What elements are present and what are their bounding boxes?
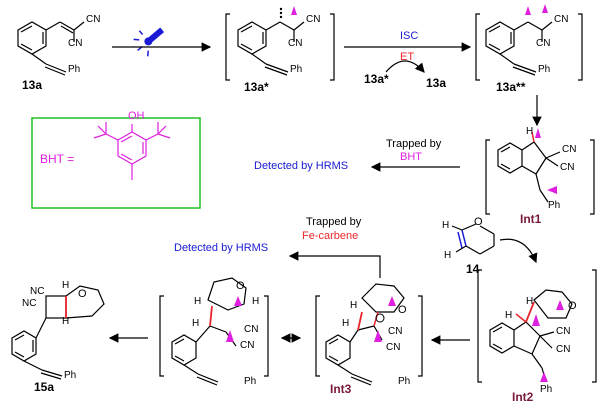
orbital-11	[234, 296, 242, 306]
bond-red-left	[209, 305, 213, 327]
label-ph-13a: Ph	[68, 64, 81, 75]
double-bond-14a	[461, 229, 467, 247]
orbital-10	[374, 330, 382, 342]
label-o-int2: O	[568, 300, 577, 312]
arrow-add-14	[499, 238, 538, 264]
label-o-int3: O	[398, 304, 407, 316]
label-h-15a-b: H	[62, 316, 70, 327]
label-h-int2a: H	[526, 296, 534, 307]
orbital-8	[540, 372, 548, 382]
label-h-int3a: H	[350, 300, 358, 311]
double-bond-14b	[457, 231, 463, 249]
compound-13a	[17, 21, 85, 76]
bond-red-int2b	[515, 313, 527, 323]
annotation-detected-2: Detected by HRMS	[174, 242, 269, 254]
orbital-12	[226, 330, 234, 342]
annotation-bht: BHT	[400, 151, 422, 163]
label-cn-13a-2: CN	[68, 38, 83, 49]
annotation-trapped-bht: Trapped by	[386, 138, 442, 150]
orbital-6	[556, 300, 564, 310]
light-bulb-icon	[133, 27, 165, 57]
label-ph-left: Ph	[244, 376, 257, 387]
label-h-14b: H	[444, 250, 452, 261]
label-ph-int2: Ph	[540, 384, 553, 395]
label-ph-15a: Ph	[64, 370, 77, 381]
compound-int3	[315, 283, 423, 386]
annotation-detected-1: Detected by HRMS	[254, 160, 349, 172]
label-h-14a: H	[442, 220, 450, 231]
arrow-fe-trap	[288, 251, 381, 278]
label-ph-int1: Ph	[548, 200, 561, 211]
label-et: ET	[400, 51, 415, 63]
orbital-5	[547, 186, 557, 194]
compound-int1	[485, 139, 595, 215]
label-cn-int3-2: CN	[386, 342, 401, 353]
label-nc-15a: NC	[30, 286, 45, 297]
label-cn-int2-1: CN	[556, 326, 571, 337]
label-bht: BHT =	[40, 152, 75, 166]
label-cn-ss-2: CN	[536, 38, 551, 49]
label-cn-int3-1: CN	[388, 326, 403, 337]
plus-charge	[375, 313, 385, 323]
compound-int2	[477, 269, 597, 383]
label-o-left: O	[236, 280, 245, 292]
label-isc: ISC	[400, 30, 419, 42]
bht-structure	[93, 122, 171, 180]
orbital-2	[525, 6, 531, 15]
label-cn-left-1: CN	[244, 324, 259, 335]
label-int2: Int2	[512, 390, 534, 404]
label-int1: Int1	[520, 212, 542, 226]
annotation-fe-carbene: Fe-carbene	[302, 230, 359, 242]
label-cn-13a-1: CN	[86, 14, 101, 25]
compound-14	[461, 223, 495, 255]
bht-box	[31, 117, 201, 209]
label-et-in: 13a*	[364, 72, 389, 86]
label-cn-star-2: CN	[288, 38, 303, 49]
label-h-15a-a: H	[62, 280, 70, 291]
label-h-left-a: H	[194, 296, 202, 307]
label-cn-int2-2: CN	[556, 344, 571, 355]
orbital-9	[388, 296, 396, 306]
label-oh-bht: OH	[128, 110, 145, 122]
label-h-left-b: H	[252, 296, 260, 307]
label-cn-left-2: CN	[240, 340, 255, 351]
label-ph-ss: Ph	[538, 64, 551, 75]
label-o-14: O	[474, 216, 483, 228]
orbital-4	[535, 128, 541, 138]
compound-intermediate-left	[159, 277, 269, 386]
label-ph-star: Ph	[290, 64, 303, 75]
label-h-int2b: H	[505, 310, 513, 321]
bond-h-int1	[531, 131, 535, 143]
label-o-15a: O	[78, 288, 87, 300]
label-cn-int1-1: CN	[562, 144, 577, 155]
label-h-int3b: H	[342, 318, 350, 329]
orbital-3	[542, 4, 548, 13]
compound-13a-star	[225, 13, 335, 81]
label-ph-int3: Ph	[398, 376, 411, 387]
label-int3: Int3	[330, 382, 352, 396]
compound-15a	[11, 285, 105, 380]
label-14: 14	[466, 262, 480, 276]
label-h-left-c: H	[192, 318, 200, 329]
bond-red-int2a	[525, 301, 535, 323]
label-et-out: 13a	[426, 76, 447, 90]
label-cn-ss-1: CN	[554, 14, 569, 25]
label-cn-int1-2: CN	[560, 162, 575, 173]
label-15a: 15a	[34, 380, 55, 394]
orbital-7	[532, 314, 540, 326]
label-13a: 13a	[22, 78, 43, 92]
compound-13a-starstar	[475, 13, 583, 81]
label-h-int1: H	[526, 126, 534, 137]
annotation-trapped-fe: Trapped by	[306, 216, 362, 228]
label-cn-star-1: CN	[306, 14, 321, 25]
orbital-1	[291, 6, 297, 15]
label-13a-star: 13a*	[244, 80, 269, 94]
arrow-et-curve	[385, 60, 425, 73]
label-13a-starstar: 13a**	[496, 80, 526, 94]
bond-red-int3	[357, 311, 363, 331]
label-nc-15a-2: NC	[22, 298, 37, 309]
radical-dot-1	[279, 7, 283, 19]
